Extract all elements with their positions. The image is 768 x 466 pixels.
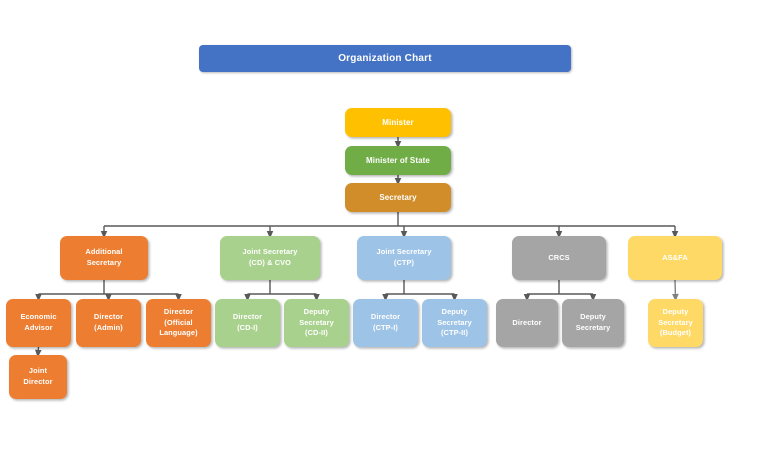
node-label: Director (Official Language) [159,306,198,338]
node-deputy-secretary-crcs[interactable]: Deputy Secretary [562,299,624,347]
connector-line [672,279,679,302]
node-joint-secretary-ctp[interactable]: Joint Secretary (CTP) [357,236,451,280]
node-director-official-language[interactable]: Director (Official Language) [146,299,211,347]
node-label: Director [512,317,542,327]
node-label: Minister [382,117,414,127]
node-director-cd1[interactable]: Director (CD-I) [215,299,280,347]
node-label: Deputy Secretary [575,312,611,332]
node-label: Joint Secretary (CTP) [376,247,432,267]
node-minister[interactable]: Minister [345,108,451,137]
node-secretary[interactable]: Secretary [345,183,451,212]
node-joint-director[interactable]: Joint Director [9,355,67,399]
node-label: Secretary [379,192,417,202]
node-label: AS&FA [662,252,688,262]
node-label: Joint Director [23,366,53,386]
node-label: Deputy Secretary (Budget) [658,306,693,338]
chart-title-banner: Organization Chart [199,45,571,72]
node-label: Deputy Secretary (CTP-II) [437,306,472,338]
chart-title-text: Organization Chart [338,53,432,64]
node-additional-secretary[interactable]: Additional Secretary [60,236,148,280]
node-label: Director (CD-I) [232,312,263,332]
node-label: Deputy Secretary (CD-II) [299,306,334,338]
node-minister-state[interactable]: Minister of State [345,146,451,175]
node-joint-secretary-cd[interactable]: Joint Secretary (CD) & CVO [220,236,320,280]
node-label: Additional Secretary [85,247,123,267]
node-deputy-secretary-cd2[interactable]: Deputy Secretary (CD-II) [284,299,349,347]
node-label: Joint Secretary (CD) & CVO [242,247,298,267]
node-economic-advisor[interactable]: Economic Advisor [6,299,71,347]
node-label: Minister of State [366,155,430,165]
node-label: Director (CTP-I) [370,312,401,332]
node-director-ctp1[interactable]: Director (CTP-I) [353,299,418,347]
node-label: CRCS [548,252,570,262]
node-deputy-secretary-ctp2[interactable]: Deputy Secretary (CTP-II) [422,299,487,347]
node-director-crcs[interactable]: Director [496,299,558,347]
node-label: Director (Admin) [93,312,124,332]
connector-line [34,346,42,358]
node-asfa[interactable]: AS&FA [628,236,722,280]
node-director-admin[interactable]: Director (Admin) [76,299,141,347]
node-label: Economic Advisor [20,312,57,332]
node-crcs[interactable]: CRCS [512,236,606,280]
node-deputy-secretary-budget[interactable]: Deputy Secretary (Budget) [648,299,703,347]
